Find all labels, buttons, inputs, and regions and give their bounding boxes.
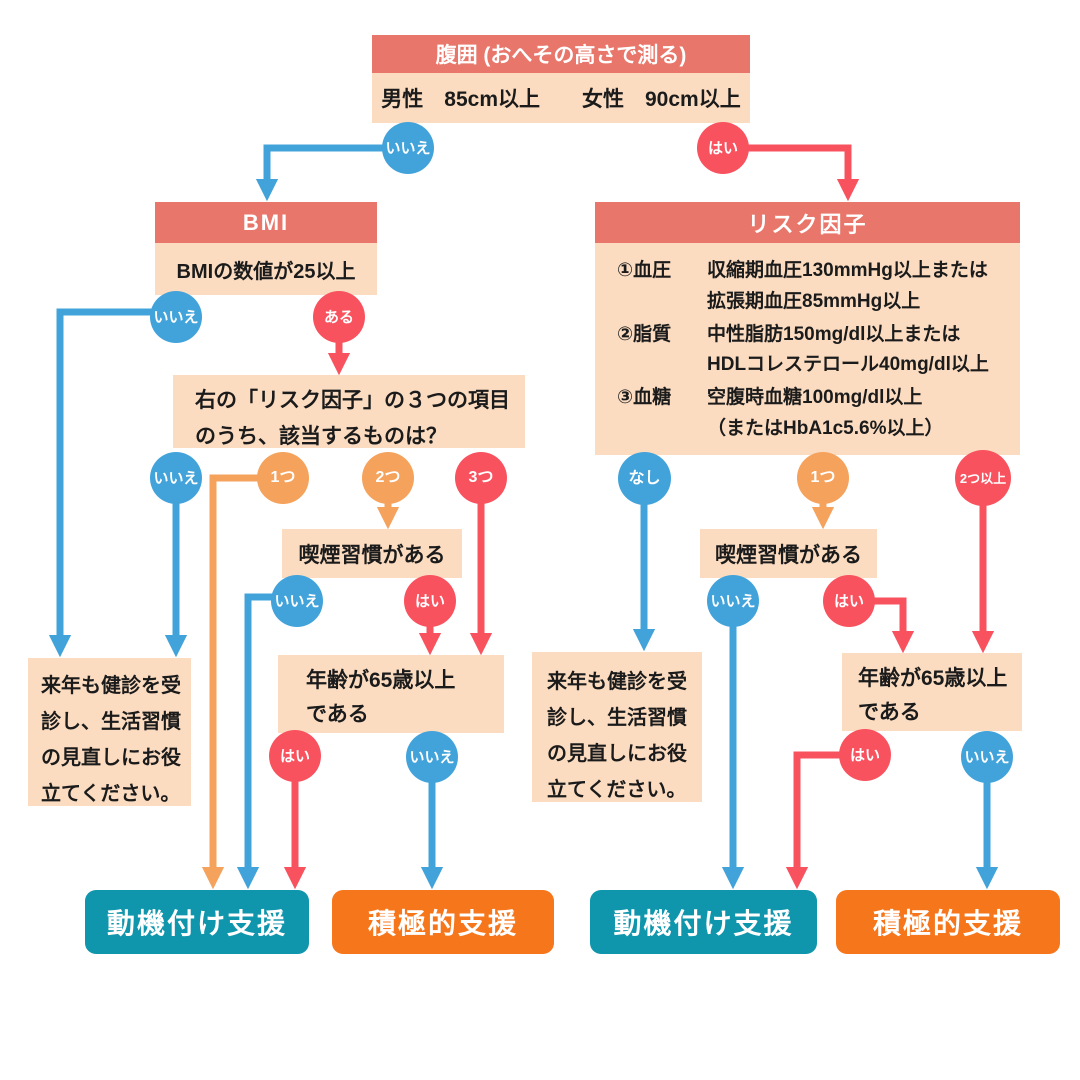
advice-box-left: 来年も健診を受 診し、生活習慣 の見直しにお役 立てください。: [28, 658, 191, 806]
circle-riskcount-twoplus: 2つ以上: [955, 450, 1011, 506]
circle-age-right-yes: はい: [839, 729, 891, 781]
support-motivational-left: 動機付け支援: [85, 890, 309, 954]
support-active-left: 積極的支援: [332, 890, 554, 954]
bmi-title: BMI: [155, 202, 377, 243]
risk-factor-box: リスク因子 ①血圧 収縮期血圧130mmHg以上または 拡張期血圧85mmHg以…: [595, 202, 1020, 455]
age-box-right: 年齢が65歳以上 である: [842, 653, 1022, 731]
bmi-box: BMI BMIの数値が25以上: [155, 202, 377, 295]
risk-item-lipid-label: ②脂質: [617, 323, 672, 345]
circle-smoke-right-no: いいえ: [707, 575, 759, 627]
circle-smoke-left-no: いいえ: [271, 575, 323, 627]
circle-bmi-no: いいえ: [150, 291, 202, 343]
risk-item-bp-label: ①血圧: [617, 260, 672, 281]
risk-item-sugar-text: 空腹時血糖100mg/dl以上 （またはHbA1c5.6%以上）: [707, 387, 944, 439]
support-motivational-right: 動機付け支援: [590, 890, 817, 954]
support-active-right: 積極的支援: [836, 890, 1060, 954]
risk-factor-title: リスク因子: [595, 202, 1020, 243]
risk-item-bp-text: 収縮期血圧130mmHg以上または 拡張期血圧85mmHg以上: [707, 260, 988, 312]
connector-age-right-yes: [785, 751, 840, 890]
age-box-left: 年齢が65歳以上 である: [278, 655, 504, 733]
connector-question-one: [201, 474, 259, 890]
circle-age-left-no: いいえ: [406, 731, 458, 783]
connector-bmi-no: [48, 308, 152, 658]
circle-question-one: 1つ: [257, 452, 309, 504]
circle-question-three: 3つ: [455, 452, 507, 504]
risk-factor-list: ①血圧 収縮期血圧130mmHg以上または 拡張期血圧85mmHg以上 ②脂質 …: [595, 243, 1020, 455]
circle-age-left-yes: はい: [269, 730, 321, 782]
advice-box-right: 来年も健診を受 診し、生活習慣 の見直しにお役 立てください。: [532, 652, 702, 802]
risk-item-lipid-text: 中性脂肪150mg/dl以上または HDLコレステロール40mg/dl以上: [707, 323, 989, 376]
question-box: 右の「リスク因子」の３つの項目 のうち、該当するものは？: [173, 375, 525, 448]
circle-smoke-right-yes: はい: [823, 575, 875, 627]
smoking-box-right: 喫煙習慣がある: [700, 529, 877, 578]
connector-waist-no: [255, 144, 383, 202]
connector-smoke-right-yes: [874, 597, 915, 654]
circle-waist-yes: はい: [697, 122, 749, 174]
waist-box: 腹囲 (おへその高さで測る) 男性 85cm以上 女性 90cm以上: [372, 35, 750, 123]
smoking-box-left: 喫煙習慣がある: [282, 529, 462, 578]
circle-riskcount-none: なし: [618, 452, 671, 505]
risk-item-sugar-label: ③血糖: [617, 387, 672, 409]
waist-criteria: 男性 85cm以上 女性 90cm以上: [372, 73, 750, 123]
connector-waist-yes: [748, 144, 860, 202]
circle-waist-no: いいえ: [382, 122, 434, 174]
circle-question-no: いいえ: [150, 452, 202, 504]
circle-bmi-yes: ある: [313, 291, 365, 343]
waist-title: 腹囲 (おへその高さで測る): [372, 35, 750, 73]
bmi-criteria: BMIの数値が25以上: [155, 243, 377, 295]
circle-age-right-no: いいえ: [961, 731, 1013, 783]
circle-riskcount-one: 1つ: [797, 452, 849, 504]
connector-smoke-left-no: [236, 593, 273, 890]
circle-question-two: 2つ: [362, 452, 414, 504]
circle-smoke-left-yes: はい: [404, 575, 456, 627]
